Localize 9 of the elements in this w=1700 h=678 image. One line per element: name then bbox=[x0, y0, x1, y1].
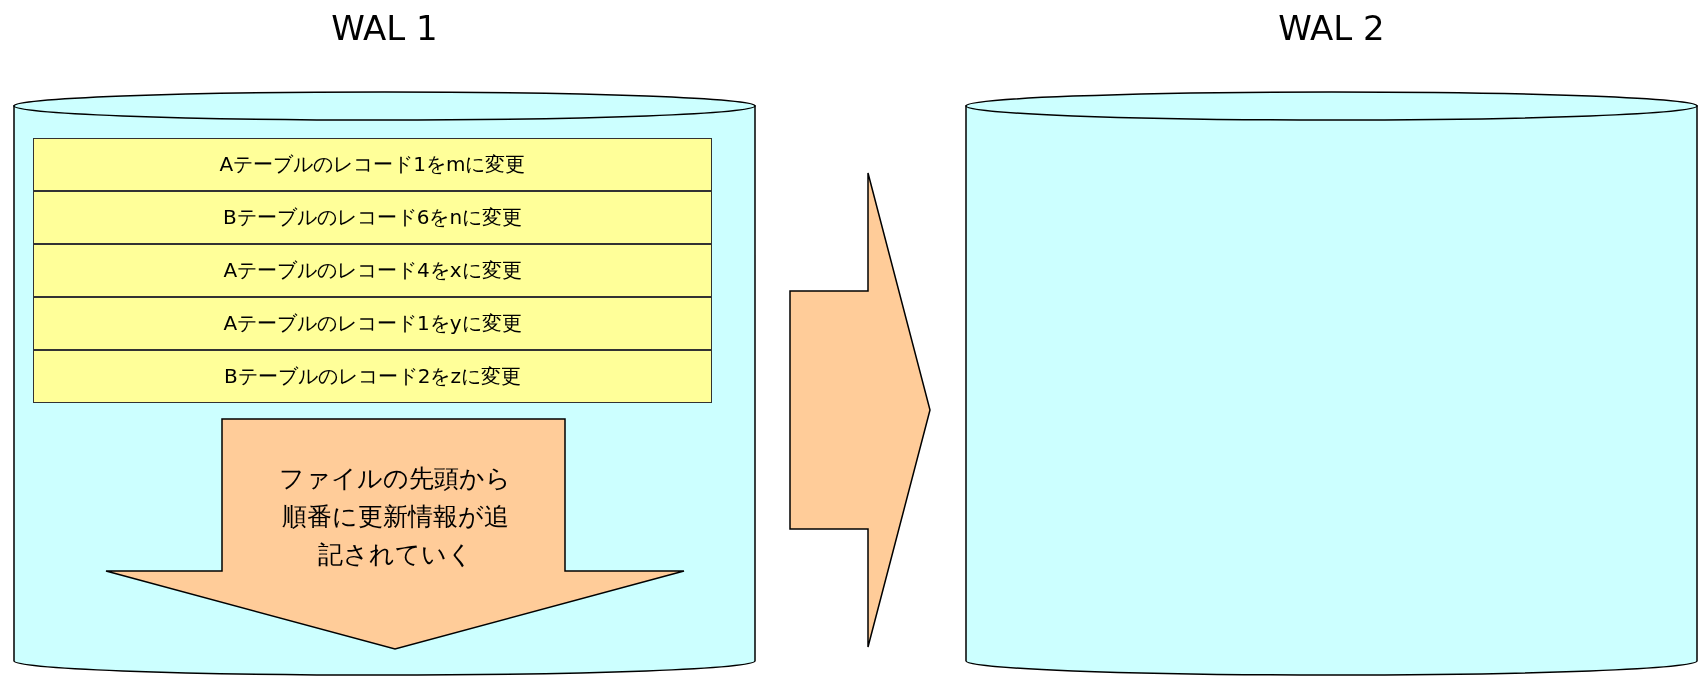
record-row: Aテーブルのレコード1をmに変更 bbox=[33, 138, 712, 191]
arrow-text: ファイルの先頭から順番に更新情報が追記されていく bbox=[278, 463, 512, 571]
record-row: Bテーブルのレコード2をzに変更 bbox=[33, 350, 712, 403]
block-arrow bbox=[789, 172, 931, 648]
record-row: Aテーブルのレコード1をyに変更 bbox=[33, 297, 712, 350]
cylinder-title: WAL 1 bbox=[330, 8, 439, 48]
record-row: Aテーブルのレコード4をxに変更 bbox=[33, 244, 712, 297]
record-row: Bテーブルのレコード6をnに変更 bbox=[33, 191, 712, 244]
cylinder-title: WAL 2 bbox=[1277, 8, 1386, 48]
